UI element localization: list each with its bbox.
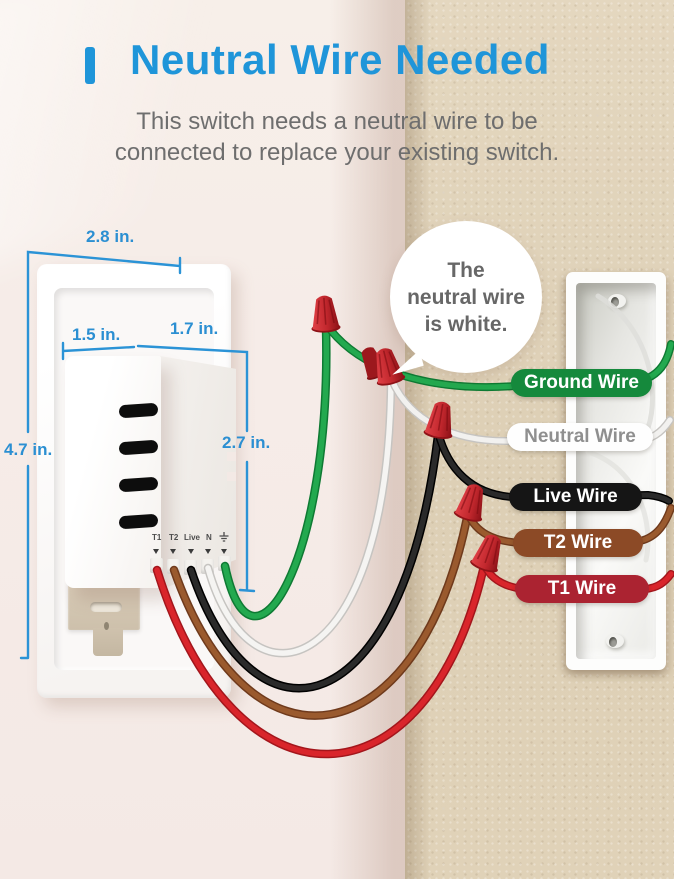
wire-label-t2: T2 Wire	[513, 529, 643, 557]
page-title: Neutral Wire Needed	[130, 36, 550, 83]
vent-slot	[118, 476, 159, 493]
terminal-label-t1: T1	[152, 533, 162, 542]
title-accent-bar	[85, 47, 95, 84]
subtitle: This switch needs a neutral wire to be c…	[0, 106, 674, 168]
dimension-label-module-height: 2.7 in.	[222, 433, 271, 452]
module-notch	[227, 472, 236, 481]
wire-label-neutral: Neutral Wire	[507, 423, 653, 451]
wire-connector-tab	[184, 560, 197, 575]
speech-bubble-line-1: The	[447, 258, 485, 282]
terminal-arrow	[221, 549, 227, 554]
subtitle-line-2: connected to replace your existing switc…	[114, 139, 560, 166]
switch-module-side	[160, 356, 236, 590]
vent-slot	[118, 513, 159, 530]
dimension-label-module-width: 1.7 in.	[170, 319, 219, 338]
dimension-label-module-offset: 1.5 in.	[72, 325, 121, 344]
subtitle-line-1: This switch needs a neutral wire to be	[136, 108, 538, 135]
terminal-label-live: Live	[184, 533, 201, 542]
terminal-label-n: N	[206, 533, 212, 542]
wire-connector-tab	[201, 559, 214, 574]
mounting-bracket-slot	[90, 602, 122, 612]
terminal-arrow	[170, 549, 176, 554]
speech-bubble: The neutral wire is white.	[390, 221, 542, 373]
wire-connector-tab	[150, 558, 163, 573]
terminal-arrow	[188, 549, 194, 554]
mounting-bracket-hole	[104, 622, 109, 630]
terminal-arrow	[205, 549, 211, 554]
ground-symbol-icon	[219, 532, 229, 542]
switch-module	[65, 356, 161, 588]
vent-slot	[118, 439, 159, 456]
dimension-label-plate-height: 4.7 in.	[4, 440, 53, 459]
wall-box	[566, 272, 666, 670]
speech-bubble-line-2: neutral wire	[407, 285, 525, 309]
speech-bubble-line-3: is white.	[424, 312, 508, 336]
wire-label-live: Live Wire	[509, 483, 642, 511]
screw-hole-bottom-icon	[609, 637, 617, 647]
wire-label-ground: Ground Wire	[511, 369, 652, 397]
wire-label-t1: T1 Wire	[515, 575, 649, 603]
module-notch	[227, 452, 236, 461]
dimension-label-plate-width: 2.8 in.	[86, 227, 135, 246]
screw-hole-top-icon	[611, 297, 619, 307]
wire-connector-tab	[167, 559, 180, 574]
terminal-label-t2: T2	[169, 533, 179, 542]
wire-connector-tab	[218, 556, 231, 571]
mounting-bracket-stem	[93, 628, 123, 656]
vent-slot	[118, 402, 159, 419]
terminal-arrow	[153, 549, 159, 554]
